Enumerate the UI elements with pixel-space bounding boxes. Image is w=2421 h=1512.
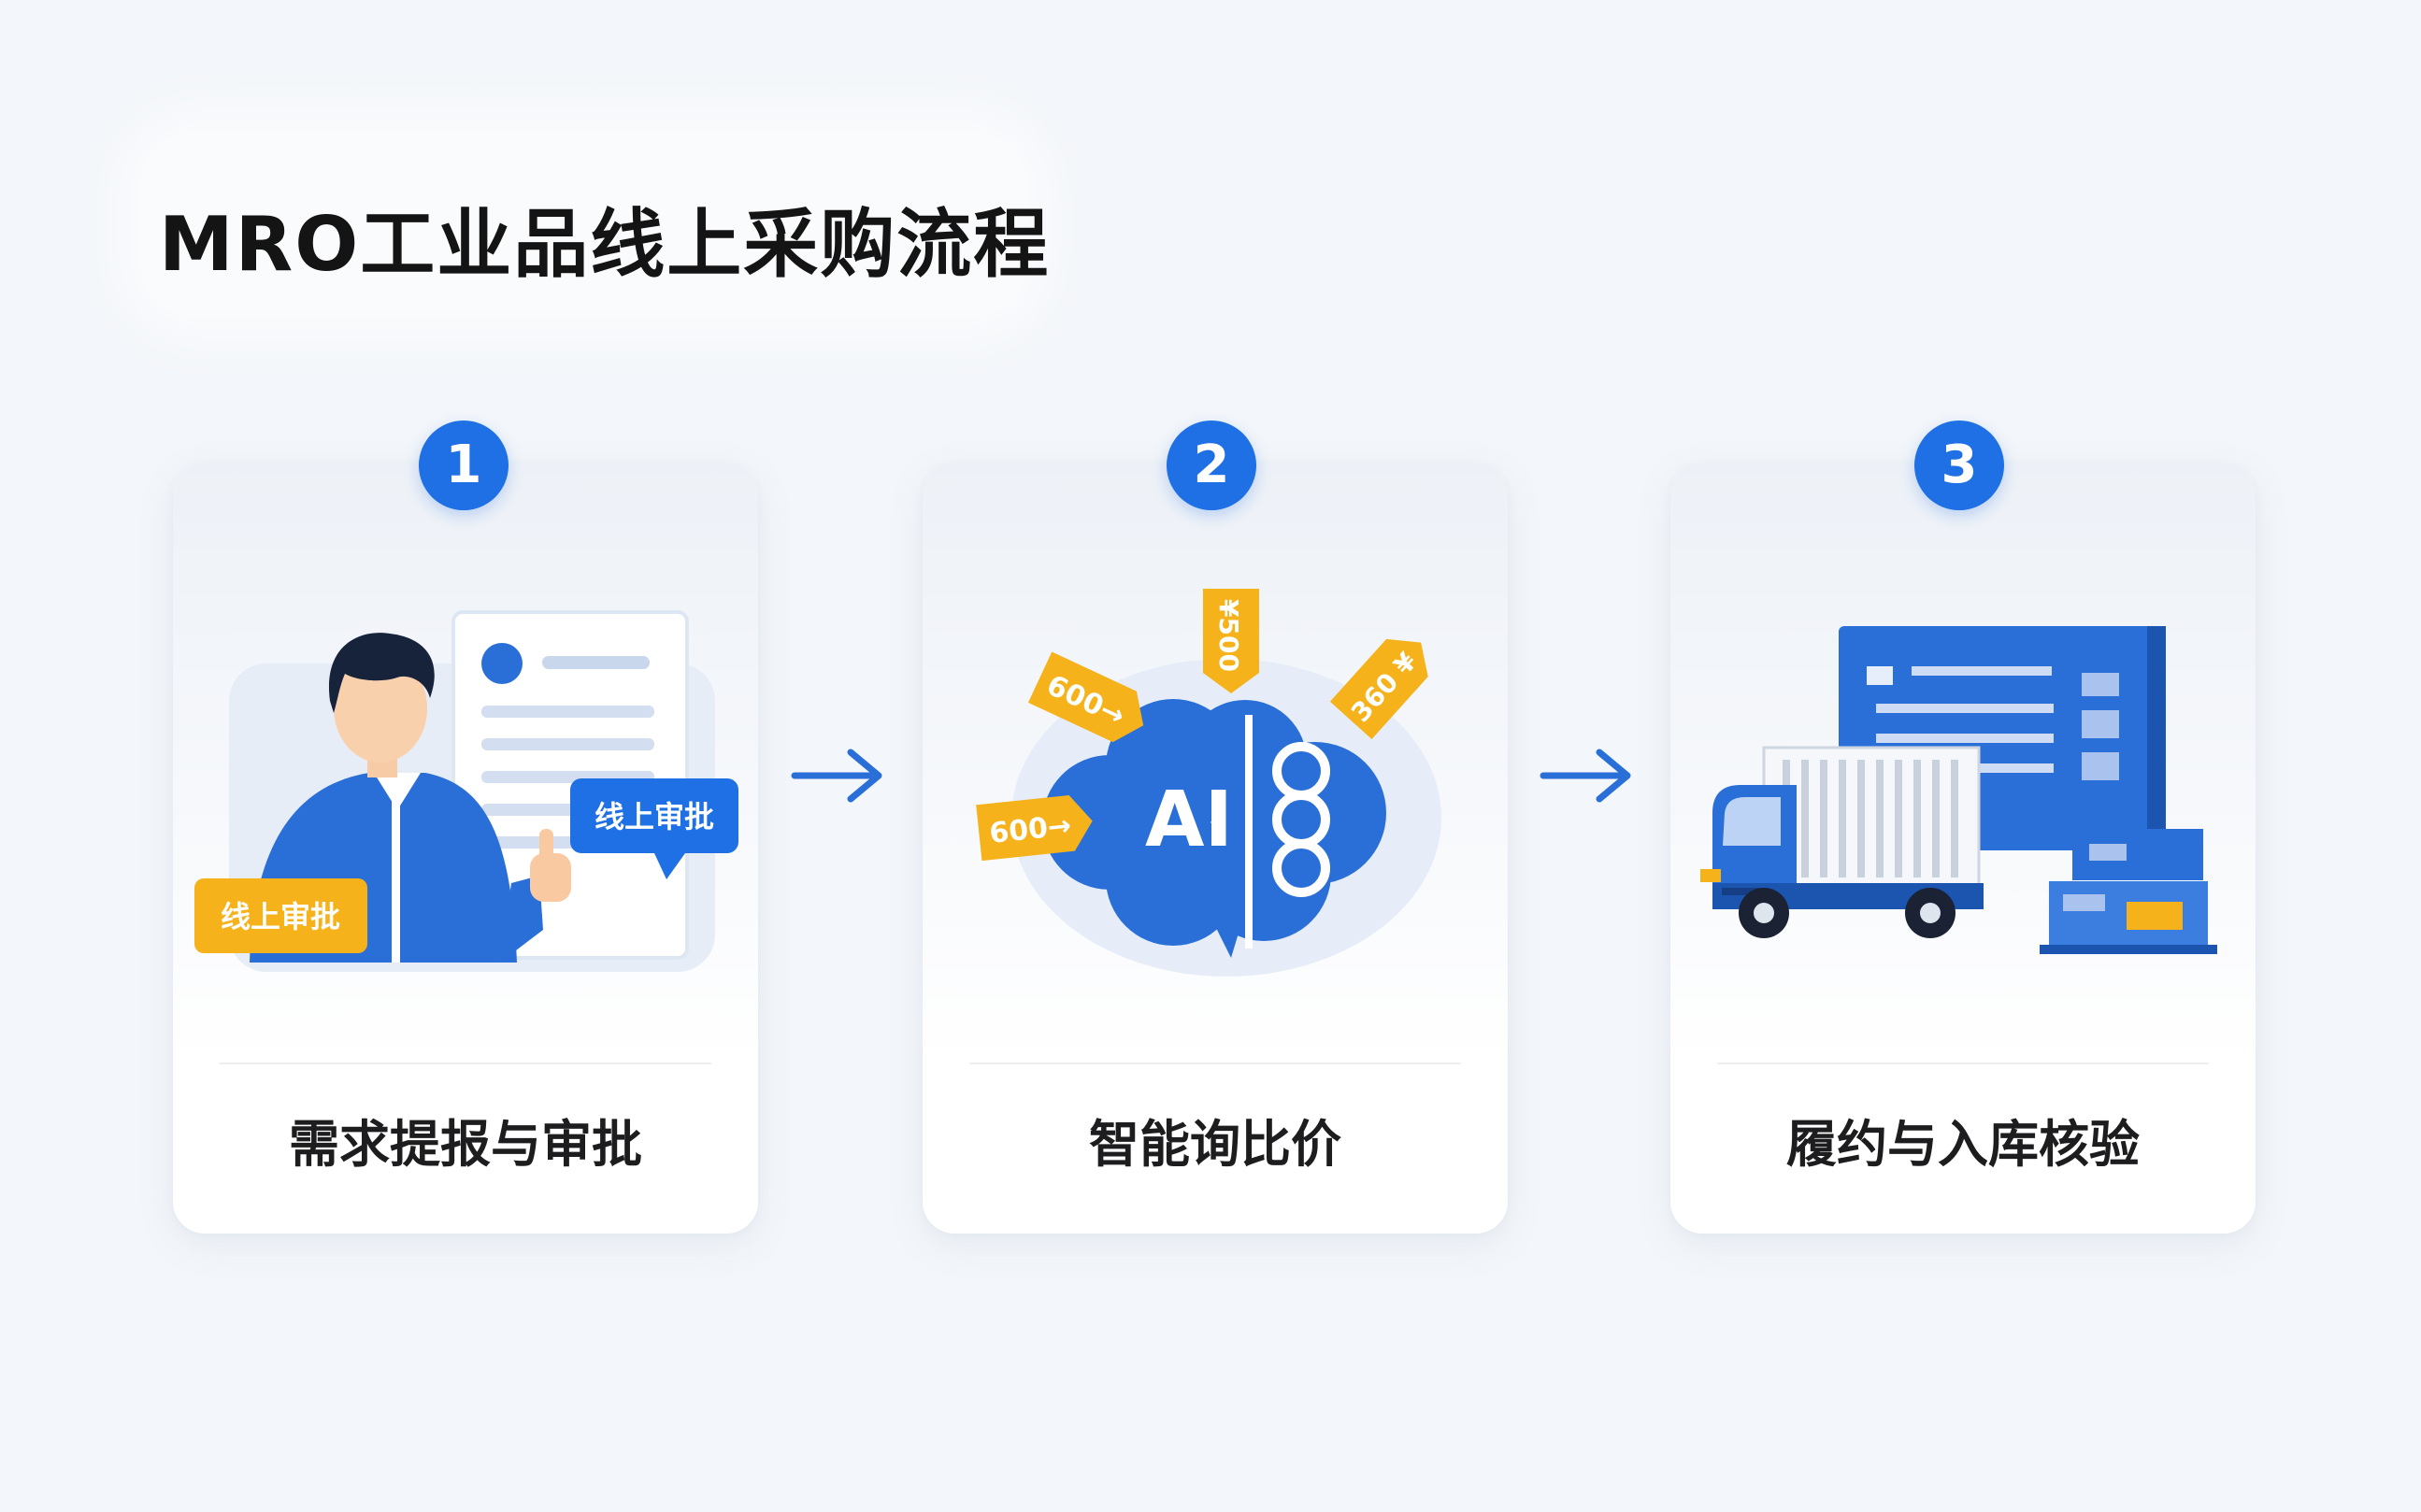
- arrow-right-icon: [1540, 749, 1631, 803]
- step-2-illustration: AI 600→ 600→ ¥500 360 ¥: [976, 589, 1441, 977]
- step-1-number-badge: 1: [419, 421, 509, 510]
- cargo-boxes-icon: [2040, 829, 2217, 954]
- ai-label: AI: [1145, 776, 1233, 864]
- step-3-number-badge: 3: [1914, 421, 2004, 510]
- page-title: MRO工业品线上采购流程: [159, 201, 1051, 288]
- document-icon: [451, 610, 689, 960]
- step-label: 智能询比价: [1089, 1115, 1341, 1174]
- price-tag-3-text: ¥500: [1213, 599, 1244, 672]
- online-approval-tag-blue-text: 线上审批: [595, 799, 714, 834]
- card-divider: [220, 1063, 711, 1064]
- thumbs-up-hand: [530, 829, 571, 902]
- price-tag-3: ¥500: [1203, 589, 1259, 693]
- step-1-illustration: 线上审批 线上审批: [194, 610, 738, 972]
- title-highlight: [140, 131, 1028, 318]
- arrow-right-icon: [791, 749, 882, 803]
- step-card-1: 线上审批 线上审批 需求提报与审批: [173, 463, 758, 1234]
- step-label: 履约与入库核验: [1786, 1115, 2140, 1174]
- card-divider: [969, 1063, 1461, 1064]
- step-label: 需求提报与审批: [289, 1115, 642, 1174]
- step-card-3: 履约与入库核验: [1670, 463, 2256, 1234]
- step-2-number-badge: 2: [1167, 421, 1256, 510]
- ai-brain-icon: [1042, 699, 1386, 958]
- step-card-2: AI 600→ 600→ ¥500 360 ¥ 智能询比价: [923, 463, 1508, 1234]
- delivery-truck-icon: [1700, 746, 1984, 938]
- card-divider: [1717, 1063, 2209, 1064]
- online-approval-tag-yellow-text: 线上审批: [221, 899, 340, 934]
- price-tag-2: 600→: [976, 794, 1093, 862]
- step-3-illustration: [1700, 626, 2217, 954]
- online-approval-tag-blue: [570, 778, 738, 879]
- online-approval-tag-yellow: [194, 878, 367, 953]
